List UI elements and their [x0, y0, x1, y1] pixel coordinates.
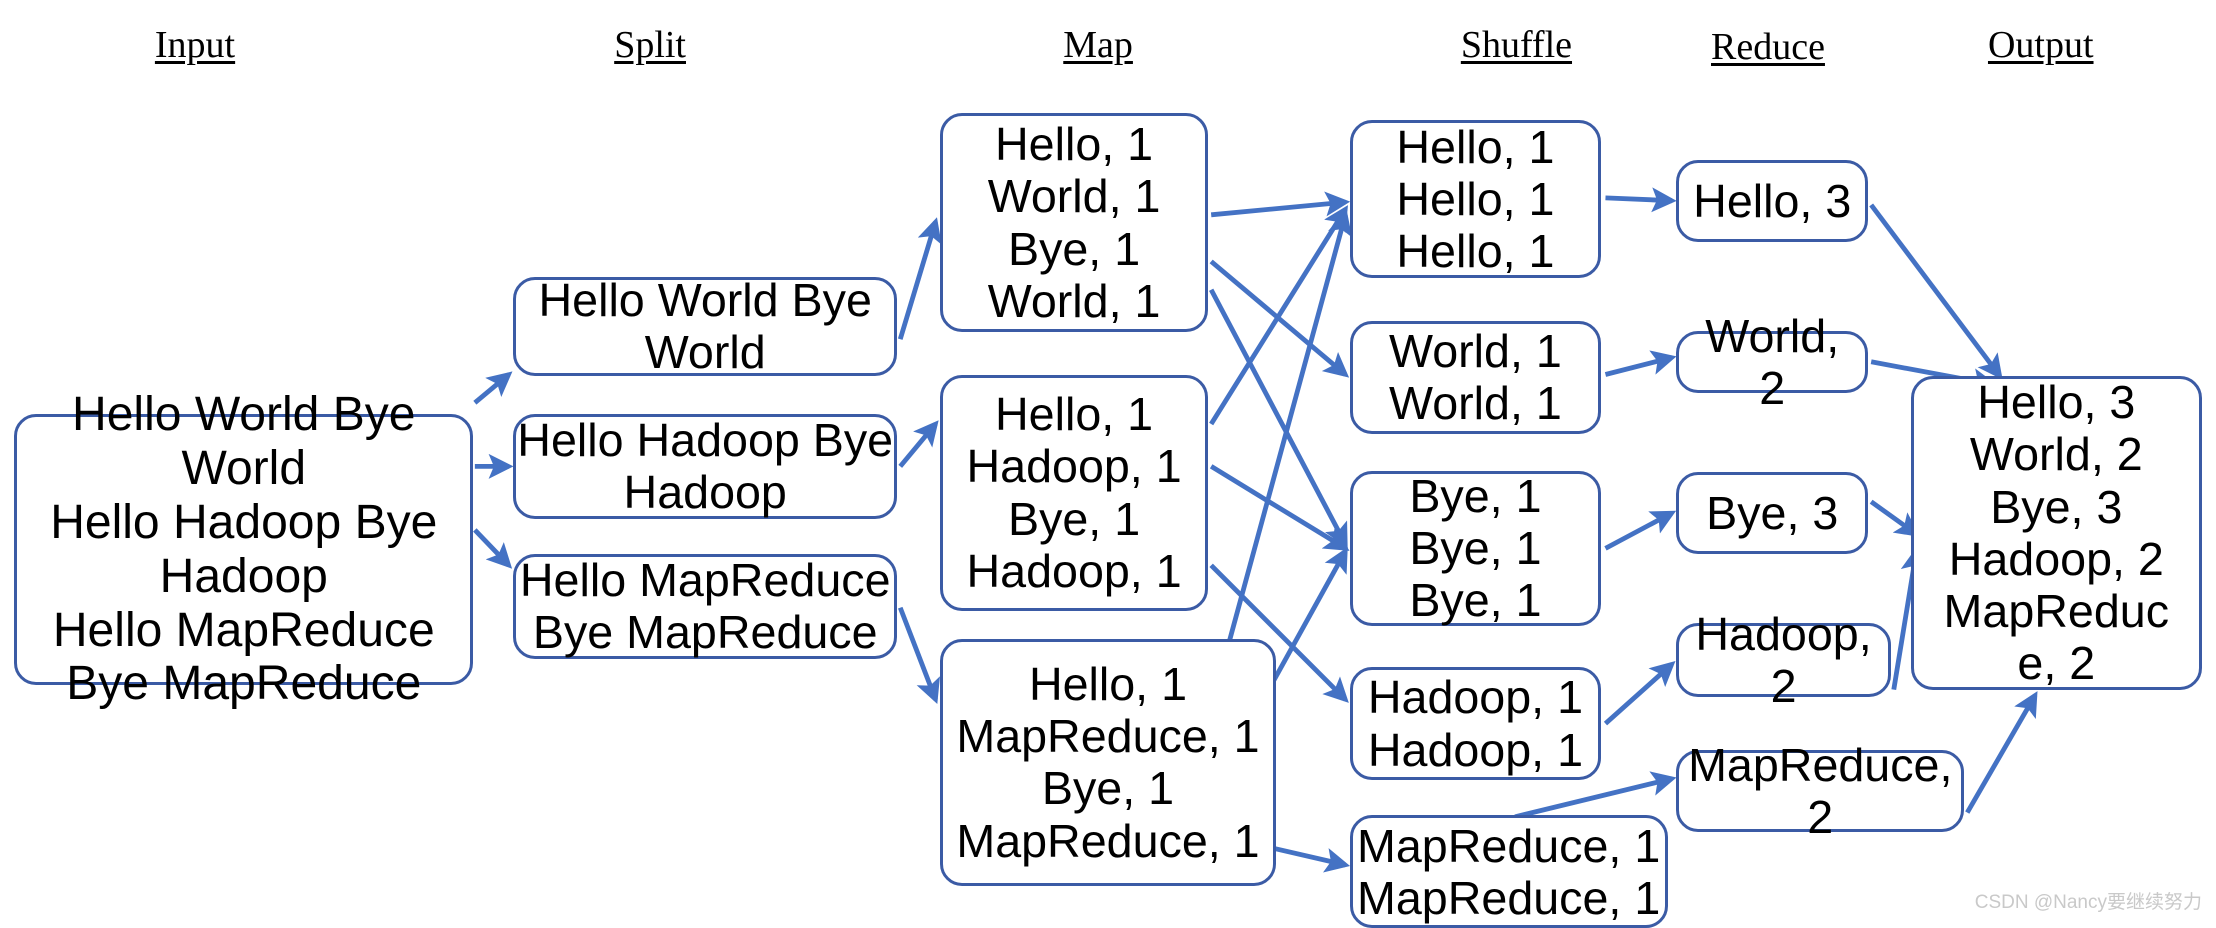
edge-map-1-to-shuffle-hello [1210, 191, 1351, 218]
node-output-result: Hello, 3 World, 2 Bye, 3 Hadoop, 2 MapRe… [1910, 375, 2202, 690]
edge-map-2-to-shuffle-hello [1209, 205, 1348, 426]
column-header-split: Split [614, 23, 686, 66]
edge-shuffle-hello-to-reduce-hello [1605, 187, 1677, 213]
node-shuffle-world: World, 1 World, 1 [1349, 320, 1602, 434]
edge-split-1-to-map-1 [897, 217, 942, 340]
node-reduce-mapreduce: MapReduce, 2 [1676, 739, 1965, 843]
node-label: World, 2 [1705, 309, 1840, 414]
edge-map-3-to-shuffle-hello [1213, 210, 1353, 694]
edge-shuffle-mapreduce-to-reduce-mapreduce [1514, 771, 1677, 820]
node-split-1: Hello World Bye World [513, 274, 898, 379]
edge-reduce-mapreduce-to-output-result [1965, 691, 2038, 814]
edge-shuffle-hadoop-to-reduce-hadoop [1603, 661, 1676, 726]
edge-input-document-to-split-3 [473, 528, 513, 569]
edge-split-3-to-map-3 [898, 606, 940, 705]
edge-reduce-hello-to-output-result [1869, 203, 2003, 380]
edge-map-2-to-shuffle-bye [1209, 464, 1350, 551]
column-header-shuffle: Shuffle [1460, 23, 1573, 66]
csdn-watermark: CSDN @Nancy要继续努力 [1974, 892, 2202, 913]
node-reduce-hadoop: Hadoop, 2 [1676, 608, 1891, 712]
node-label: Hello, 1 Hadoop, 1 Bye, 1 Hadoop, 1 [966, 388, 1182, 597]
node-label: Hello World Bye World [538, 274, 872, 379]
node-label: Hello, 3 World, 2 Bye, 3 Hadoop, 2 MapRe… [1943, 376, 2170, 690]
node-label: Hadoop, 2 [1695, 607, 1872, 712]
edge-map-3-to-shuffle-mapreduce [1271, 845, 1351, 873]
node-shuffle-hello: Hello, 1 Hello, 1 Hello, 1 [1349, 120, 1602, 279]
node-reduce-world: World, 2 [1676, 310, 1869, 414]
node-shuffle-hadoop: Hadoop, 1 Hadoop, 1 [1349, 667, 1602, 781]
edge-group [473, 187, 2038, 873]
node-label: Hadoop, 1 Hadoop, 1 [1367, 671, 1584, 776]
node-label: MapReduce, 2 [1688, 739, 1953, 844]
node-label: World, 1 World, 1 [1389, 325, 1562, 430]
node-label: Hello MapReduce Bye MapReduce [519, 554, 891, 659]
edge-map-1-to-shuffle-bye [1209, 288, 1348, 549]
node-input-document: Hello World Bye World Hello Hadoop Bye H… [14, 388, 474, 710]
node-label: Hello, 1 World, 1 Bye, 1 World, 1 [987, 118, 1161, 327]
node-map-1: Hello, 1 World, 1 Bye, 1 World, 1 [939, 113, 1209, 333]
node-label: MapReduce, 1 MapReduce, 1 [1357, 819, 1661, 924]
column-header-reduce: Reduce [1711, 26, 1825, 69]
edge-shuffle-world-to-reduce-world [1604, 350, 1677, 377]
node-label: Hello, 1 Hello, 1 Hello, 1 [1396, 120, 1555, 278]
node-label: Hello, 3 [1693, 174, 1852, 227]
node-label: Hello, 1 MapReduce, 1 Bye, 1 MapReduce, … [956, 657, 1260, 867]
edge-shuffle-bye-to-reduce-bye [1604, 510, 1677, 551]
node-label: Bye, 1 Bye, 1 Bye, 1 [1409, 469, 1542, 627]
column-header-input: Input [154, 23, 236, 66]
node-reduce-bye: Bye, 3 [1676, 472, 1869, 554]
node-reduce-hello: Hello, 3 [1676, 159, 1869, 242]
node-label: Hello World Bye World Hello Hadoop Bye H… [50, 388, 438, 711]
node-split-2: Hello Hadoop Bye Hadoop [513, 414, 898, 519]
node-label: Hello Hadoop Bye Hadoop [517, 414, 894, 519]
edge-reduce-bye-to-output-result [1869, 499, 1921, 537]
edge-map-2-to-shuffle-hadoop [1209, 563, 1349, 703]
column-header-map: Map [1063, 23, 1133, 66]
node-label: Bye, 3 [1706, 486, 1839, 539]
node-shuffle-bye: Bye, 1 Bye, 1 Bye, 1 [1349, 469, 1602, 627]
node-shuffle-mapreduce: MapReduce, 1 MapReduce, 1 [1349, 815, 1668, 928]
node-split-3: Hello MapReduce Bye MapReduce [513, 553, 898, 659]
node-map-3: Hello, 1 MapReduce, 1 Bye, 1 MapReduce, … [939, 638, 1277, 887]
column-header-output: Output [1987, 23, 2094, 66]
edge-split-2-to-map-2 [898, 420, 939, 468]
node-map-2: Hello, 1 Hadoop, 1 Bye, 1 Hadoop, 1 [939, 374, 1209, 611]
edge-input-document-to-split-1 [473, 371, 513, 405]
